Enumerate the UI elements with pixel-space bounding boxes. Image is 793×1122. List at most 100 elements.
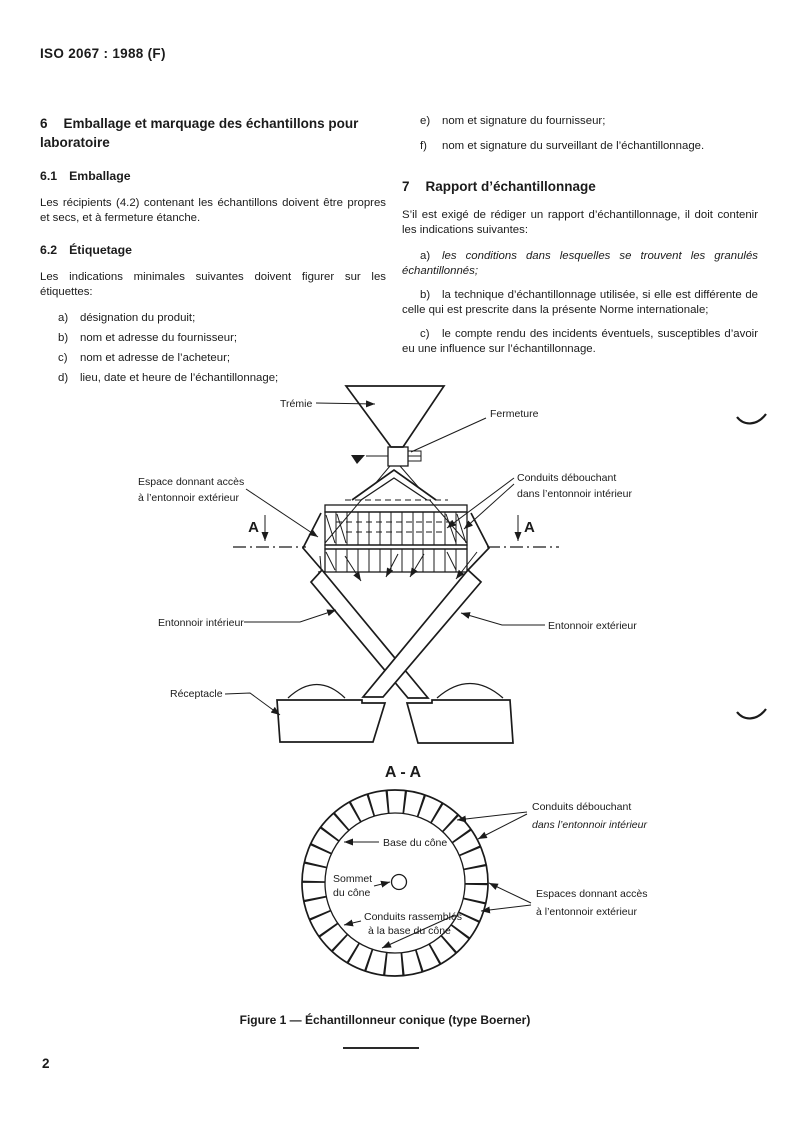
section-6-1-title: Emballage (69, 169, 131, 183)
leader-entonnoir-interieur (244, 609, 337, 623)
leader-conduits2-2 (477, 813, 528, 840)
flow-arrows (317, 551, 478, 582)
labelling-list: a) désignation du produit; b) nom et adres… (40, 311, 386, 386)
list-item-text: la technique d’échantillonnage utilisée,… (402, 289, 758, 316)
label-conduits2-line1: Conduits débouchant (532, 801, 631, 813)
page-curl-marks (736, 413, 767, 720)
leader-conduits-2 (463, 483, 515, 530)
label-conduits-line2: dans l’entonnoir intérieur (517, 488, 632, 500)
list-item: d) lieu, date et heure de l’échantillonna… (40, 371, 386, 386)
figure-caption: Figure 1 — Échantillonneur conique (type… (239, 1013, 531, 1027)
leader-conduits2-1 (456, 811, 528, 823)
label-entonnoir-exterieur: Entonnoir extérieur (548, 620, 637, 632)
labelling-list-continued: e) nom et signature du fournisseur; f) nom… (402, 114, 758, 154)
label-tremie: Trémie (280, 398, 312, 410)
list-item-text: les conditions dans lesquelles se trouve… (402, 250, 758, 277)
leader-entonnoir-exterieur (460, 612, 545, 626)
list-item: e) nom et signature du fournisseur; (402, 114, 758, 129)
leader-fermeture (410, 417, 487, 453)
leader-espace-acces (245, 488, 319, 538)
section-ring (301, 789, 489, 977)
list-item-text: désignation du produit; (80, 312, 196, 324)
leader-espaces2-2 (480, 904, 532, 914)
label-rassembles-line2: à la base du cône (368, 925, 451, 937)
section-view-labels: Base du cône Sommet du cône Conduits ras… (333, 801, 648, 949)
section-plane-marks: A A (233, 515, 559, 548)
closure-valve (351, 446, 422, 467)
list-item-label: f) (420, 140, 427, 152)
leader-rassembles-1 (343, 919, 362, 927)
list-item-label: c) (58, 352, 68, 364)
label-espaces2-line2: à l’entonnoir extérieur (536, 906, 637, 918)
figure-1-diagram: A A (138, 385, 767, 977)
section-6-2-heading: 6.2 Étiquetage (40, 243, 386, 258)
label-entonnoir-interieur: Entonnoir intérieur (158, 617, 244, 629)
list-item: b) nom et adresse du fournisseur; (40, 331, 386, 346)
outer-funnel-outline (301, 512, 491, 571)
cone-apex-chevron (351, 468, 437, 501)
caption-rule (343, 1047, 419, 1049)
label-espace-acces-line2: à l’entonnoir extérieur (138, 492, 239, 504)
section-6-1-paragraph: Les récipients (4.2) contenant les échan… (40, 197, 386, 224)
section-6-1-heading: 6.1 Emballage (40, 169, 386, 184)
label-espace-acces-line1: Espace donnant accès (138, 476, 244, 488)
receptacle-left (276, 699, 387, 743)
section-letter-left: A (248, 519, 259, 536)
right-column: e) nom et signature du fournisseur; f) nom… (402, 114, 758, 357)
list-item-text: nom et signature du surveillant de l’éch… (442, 140, 705, 152)
label-rassembles-line1: Conduits rassemblés (364, 911, 462, 923)
list-item-label: c) (420, 328, 430, 340)
section-letter-right: A (524, 519, 535, 536)
list-item-text: le compte rendu des incidents éventuels,… (402, 328, 758, 355)
list-item-text: nom et signature du fournisseur; (442, 115, 606, 127)
list-item: f) nom et signature du surveillant de l’é… (402, 139, 758, 154)
section-7-title: Rapport d’échantillonnage (425, 179, 596, 194)
list-item-text: lieu, date et heure de l’échantillonnage… (80, 372, 279, 384)
list-item-label: d) (58, 372, 69, 384)
section-6-2-number: 6.2 (40, 243, 58, 257)
list-item: a)les conditions dans lesquelles se trou… (402, 249, 758, 279)
list-item: a) désignation du produit; (40, 311, 386, 326)
chute-inner-funnel (309, 568, 430, 699)
list-item-label: b) (420, 289, 431, 301)
leader-rassembles-2 (381, 914, 456, 949)
list-item-label: e) (420, 115, 431, 127)
label-espaces2-line1: Espaces donnant accès (536, 888, 648, 900)
section-6-1-number: 6.1 (40, 169, 58, 183)
label-sommet-line1: Sommet (333, 873, 372, 885)
label-base-cone: Base du cône (383, 837, 447, 849)
section-view-title: A - A (385, 764, 422, 781)
hopper-shape (344, 385, 446, 448)
label-conduits-line1: Conduits débouchant (517, 472, 616, 484)
section-6-title: Emballage et marquage des échantillons p… (40, 116, 359, 150)
conduit-band (324, 504, 468, 573)
list-item-text: nom et adresse du fournisseur; (80, 332, 238, 344)
receptacle-right (405, 699, 514, 744)
section-6-number: 6 (40, 116, 48, 131)
list-item-label: a) (420, 250, 431, 262)
sample-mounds (287, 683, 504, 699)
valve-handle-flag (351, 455, 365, 464)
page-number: 2 (42, 1056, 50, 1071)
label-receptacle: Réceptacle (170, 688, 223, 700)
section-6-2-intro: Les indications minimales suivantes doiv… (40, 271, 386, 298)
chute-outer-funnel (361, 568, 483, 698)
side-view-labels: Trémie Fermeture Espace donnant accès à … (138, 398, 637, 716)
leader-receptacle (224, 692, 281, 716)
list-item: b)la technique d’échantillonnage utilisé… (402, 288, 758, 318)
list-item-label: a) (58, 312, 69, 324)
section-6-2-title: Étiquetage (69, 243, 132, 257)
leader-espaces2-1 (488, 882, 532, 904)
list-item-label: b) (58, 332, 69, 344)
label-fermeture: Fermeture (490, 408, 539, 420)
cone-apex-circle (390, 873, 408, 891)
list-item: c)nom et adresse de l’acheteur; (40, 351, 386, 366)
skirt-dividers (325, 549, 457, 572)
report-list: a)les conditions dans lesquelles se trou… (402, 249, 758, 357)
section-7-intro: S’il est exigé de rédiger un rapport d’é… (402, 209, 758, 236)
conduit-dividers (335, 512, 457, 545)
document-reference: ISO 2067 : 1988 (F) (40, 46, 166, 61)
